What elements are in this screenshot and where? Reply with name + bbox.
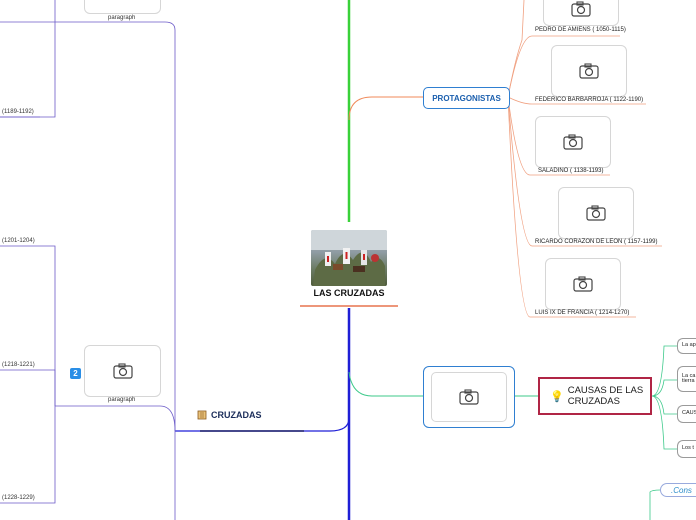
- camera-icon: [112, 363, 133, 379]
- causa-item-4[interactable]: Los t: [677, 440, 696, 458]
- left-photo-top[interactable]: [84, 0, 161, 14]
- causa-item-2[interactable]: La ca tierra: [677, 366, 696, 392]
- consecuencias-node[interactable]: .Cons: [660, 483, 696, 497]
- central-topic-title[interactable]: LAS CRUZADAS: [313, 288, 385, 298]
- cruzadas-label: CRUZADAS: [211, 410, 262, 420]
- camera-icon: [571, 1, 591, 17]
- causa-item-1[interactable]: La ap: [677, 338, 696, 354]
- paragraph-label-mid: paragraph: [108, 397, 136, 403]
- camera-icon: [579, 63, 599, 79]
- step-badge: 2: [70, 368, 81, 379]
- protagonist-label-3: SALADINO ( 1138-1193): [538, 168, 604, 174]
- date-label-2: (1201-1204): [2, 238, 35, 244]
- protagonist-photo-1[interactable]: [543, 0, 619, 26]
- causa-item-3[interactable]: CAUS: [677, 405, 696, 423]
- protagonistas-label: PROTAGONISTAS: [432, 93, 501, 103]
- camera-icon: [586, 205, 606, 221]
- protagonist-photo-3[interactable]: [535, 116, 611, 168]
- protagonist-label-2: FEDERICO BARBARROJA ( 1122-1190): [535, 97, 644, 103]
- central-image[interactable]: [311, 230, 387, 286]
- protagonist-label-5: LUIS IX DE FRANCIA ( 1214-1270): [535, 310, 630, 316]
- protagonist-label-1: PEDRO DE AMIENS ( 1050-1115): [535, 27, 626, 33]
- protagonist-photo-5[interactable]: [545, 258, 621, 310]
- protagonist-photo-2[interactable]: [551, 45, 627, 97]
- bulb-icon: 💡: [550, 390, 564, 403]
- causas-title: CAUSAS DE LAS CRUZADAS: [567, 385, 644, 407]
- cruzadas-node[interactable]: CRUZADAS: [197, 410, 262, 420]
- book-icon: [197, 410, 207, 420]
- crusaders-illustration: [311, 230, 387, 286]
- camera-icon: [563, 134, 583, 150]
- protagonist-photo-4[interactable]: [558, 187, 634, 239]
- date-label-1: (1189-1192): [2, 109, 34, 115]
- camera-icon: [459, 389, 479, 405]
- protagonistas-node[interactable]: PROTAGONISTAS: [423, 87, 510, 109]
- causas-photo-node[interactable]: [423, 366, 515, 428]
- causas-node[interactable]: 💡 CAUSAS DE LAS CRUZADAS: [538, 377, 652, 415]
- camera-icon: [573, 276, 593, 292]
- date-label-3: (1218-1221): [2, 362, 35, 368]
- protagonist-label-4: RICARDO CORAZON DE LEON ( 1157-1199): [535, 239, 658, 245]
- causas-photo-inner: [431, 372, 507, 422]
- date-label-4: (1228-1229): [2, 495, 35, 501]
- paragraph-label-top: paragraph: [108, 15, 136, 21]
- left-photo-mid[interactable]: [84, 345, 161, 397]
